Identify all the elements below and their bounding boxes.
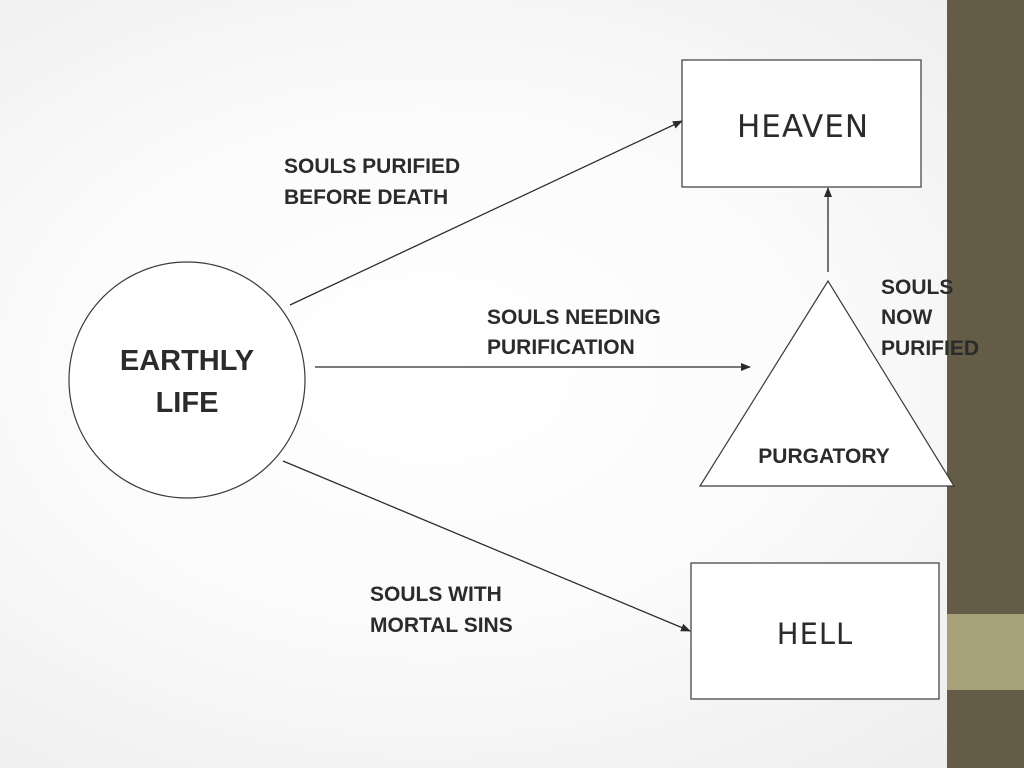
heaven-node: HEAVEN [681,59,922,188]
hell-node: HELL [690,562,940,700]
earthly-life-circle [68,261,306,499]
edge-label-now-purified: SOULS NOW PURIFIED [881,276,979,360]
edge-label-line: SOULS WITH [370,583,502,606]
hell-label: HELL [777,617,853,651]
edge-label-needing-purification: SOULS NEEDING PURIFICATION [487,306,661,359]
earthly-life-label-line1: EARTHLY [120,345,254,377]
purgatory-node: PURGATORY [698,279,956,487]
sidebar-accent-block [947,614,1024,690]
earthly-life-label-line2: LIFE [156,387,219,419]
earthly-life-node: EARTHLY LIFE [68,261,306,499]
purgatory-label: PURGATORY [758,445,889,468]
edge-label-line: SOULS NEEDING [487,306,661,329]
edge-label-purified-before-death: SOULS PURIFIED BEFORE DEATH [284,155,460,209]
heaven-box [681,59,922,188]
edge-label-line: PURIFICATION [487,336,635,359]
heaven-label: HEAVEN [737,109,869,145]
edge-label-line: MORTAL SINS [370,614,513,637]
hell-box [690,562,940,700]
edge-label-mortal-sins: SOULS WITH MORTAL SINS [370,583,513,637]
edge-label-line: SOULS [881,276,953,299]
edge-label-line: PURIFIED [881,337,979,360]
edge-label-line: SOULS PURIFIED [284,155,460,178]
arrow-earthly-to-heaven [289,120,683,306]
purgatory-triangle [698,279,956,487]
edge-label-line: NOW [881,306,933,329]
edge-label-line: BEFORE DEATH [284,186,448,209]
arrow-earthly-to-hell [282,460,691,632]
